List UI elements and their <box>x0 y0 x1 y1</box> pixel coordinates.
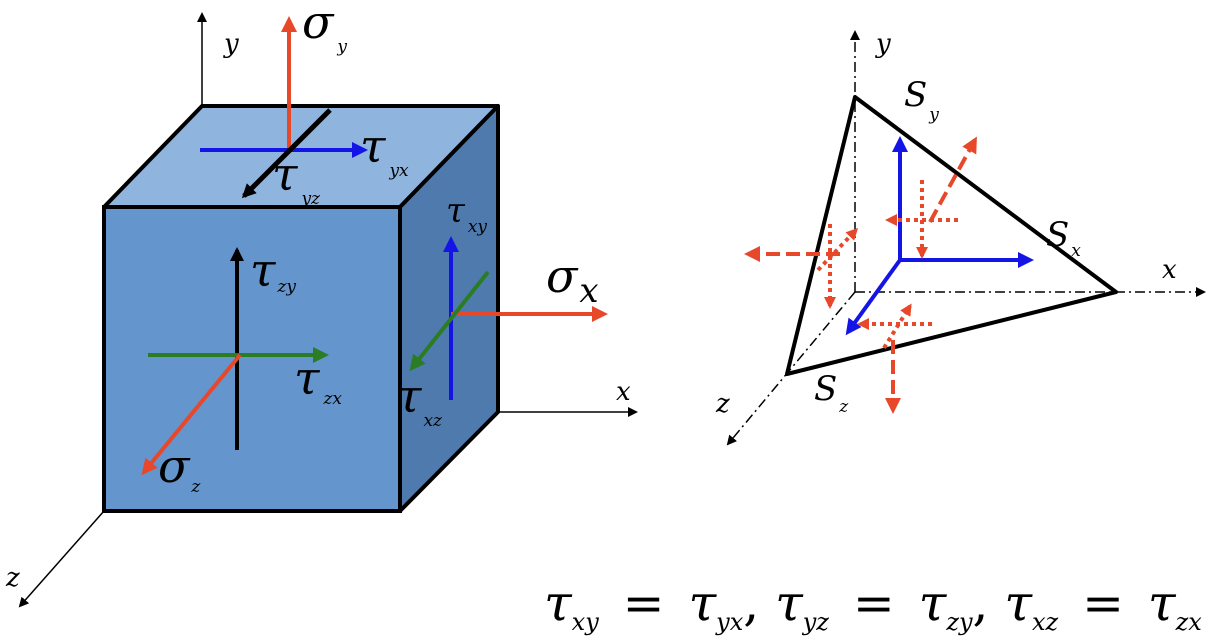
sigma-z-arrow <box>141 353 242 476</box>
xface-shear-2 <box>816 227 859 272</box>
tetra-y-label: y <box>875 29 891 59</box>
cube-z-label: z <box>5 563 20 593</box>
zface-shear-2 <box>882 303 912 350</box>
sigma-x-label: σx <box>546 249 599 311</box>
tau-yz-arrow <box>241 108 332 199</box>
cube-z-axis <box>18 510 105 608</box>
tetra-z-axis <box>726 291 856 446</box>
tetra-x-label: x <box>1162 255 1177 285</box>
cube-x-label: x <box>616 377 631 407</box>
tetra-outline <box>785 95 1118 376</box>
cube-y-label: y <box>223 29 239 59</box>
tetra-z-label: z <box>715 389 730 419</box>
symmetry-equation: τxy = τyx, τyz = τzy, τxz = τzx <box>544 574 1202 642</box>
tau-xz-arrow <box>409 270 490 372</box>
oblique-normal-arrow <box>928 136 977 223</box>
tetra-normal-z <box>845 258 902 336</box>
